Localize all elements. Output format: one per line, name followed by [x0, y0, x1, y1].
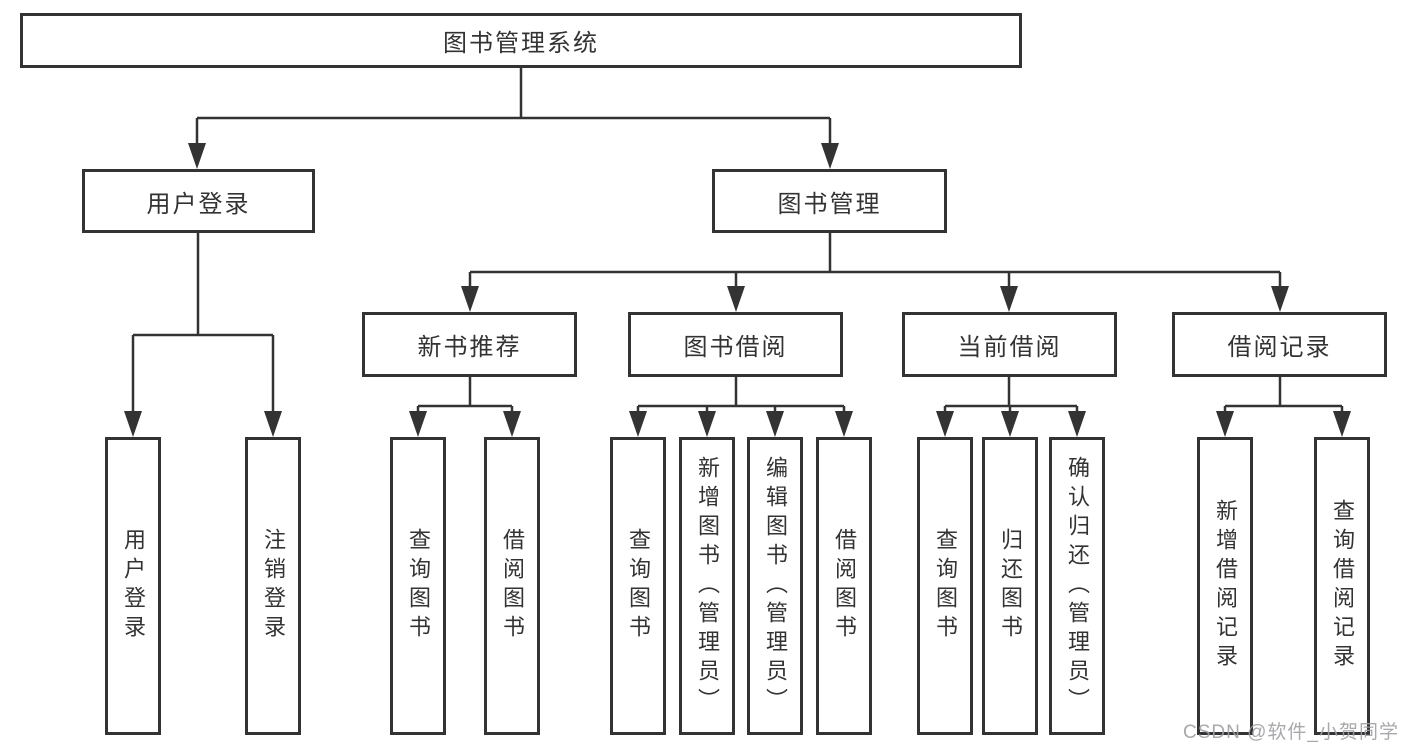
- leaf-return-book: 归还图书: [982, 437, 1038, 735]
- leaf-label: 查询借阅记录: [1330, 499, 1355, 673]
- leaf-label: 查询图书: [933, 528, 958, 644]
- node-label: 借阅记录: [1227, 334, 1332, 361]
- leaf-label: 归还图书: [998, 528, 1023, 644]
- node-label: 新书推荐: [417, 334, 522, 361]
- leaf-borrow-book-recommend: 借阅图书: [484, 437, 540, 735]
- leaf-add-borrow-record: 新增借阅记录: [1197, 437, 1253, 735]
- leaf-label: 查询图书: [406, 528, 431, 644]
- leaf-label: 借阅图书: [832, 528, 857, 644]
- leaf-edit-book-admin: 编辑图书（管理员）: [747, 437, 803, 735]
- node-label: 当前借阅: [957, 334, 1062, 361]
- node-library-management-system: 图书管理系统: [20, 13, 1022, 68]
- leaf-query-borrow-record: 查询借阅记录: [1314, 437, 1370, 735]
- node-borrow-record: 借阅记录: [1172, 312, 1387, 377]
- node-label: 图书管理系统: [443, 30, 599, 57]
- node-new-book-recommend: 新书推荐: [362, 312, 577, 377]
- leaf-label: 确认归还（管理员）: [1065, 455, 1090, 717]
- leaf-label: 查询图书: [626, 528, 651, 644]
- node-user-login: 用户登录: [82, 169, 315, 233]
- node-label: 用户登录: [146, 190, 251, 218]
- leaf-user-login: 用户登录: [105, 437, 161, 735]
- leaf-confirm-return-admin: 确认归还（管理员）: [1049, 437, 1105, 735]
- leaf-label: 借阅图书: [500, 528, 525, 644]
- node-book-borrow: 图书借阅: [628, 312, 843, 377]
- leaf-query-book-borrow: 查询图书: [610, 437, 666, 735]
- arrowheads: [124, 143, 1351, 437]
- leaf-borrow-book: 借阅图书: [816, 437, 872, 735]
- node-label: 图书借阅: [683, 334, 788, 361]
- node-current-borrow: 当前借阅: [902, 312, 1117, 377]
- leaf-query-book-current: 查询图书: [917, 437, 973, 735]
- node-label: 图书管理: [777, 190, 882, 218]
- leaf-query-book-recommend: 查询图书: [390, 437, 446, 735]
- leaf-label: 注销登录: [261, 528, 286, 644]
- connector-strokes: [131, 68, 1344, 412]
- leaf-label: 新增借阅记录: [1213, 499, 1238, 673]
- leaf-label: 编辑图书（管理员）: [763, 455, 788, 717]
- leaf-label: 用户登录: [121, 528, 146, 644]
- node-book-management: 图书管理: [712, 169, 947, 233]
- csdn-watermark: CSDN @软件_小贺同学: [1183, 722, 1399, 743]
- leaf-logout: 注销登录: [245, 437, 301, 735]
- leaf-label: 新增图书（管理员）: [695, 455, 720, 717]
- leaf-add-book-admin: 新增图书（管理员）: [679, 437, 735, 735]
